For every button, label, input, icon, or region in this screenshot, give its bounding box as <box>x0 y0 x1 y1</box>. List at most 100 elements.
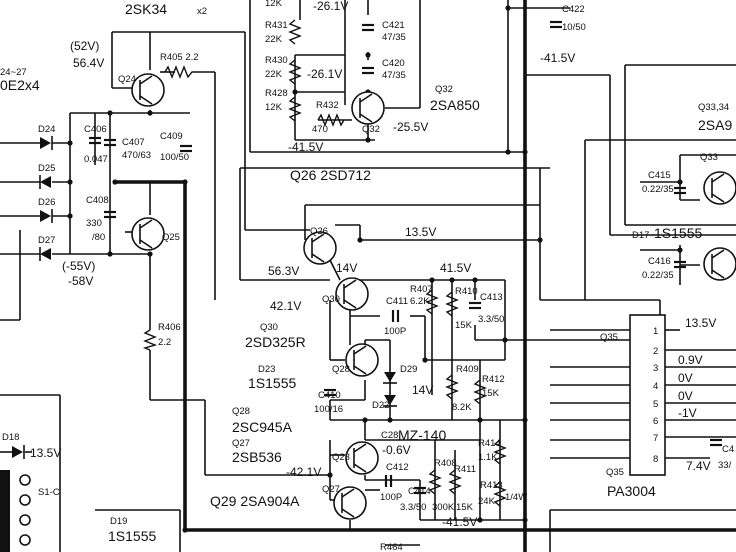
q33-34-label: Q33,34 <box>698 102 729 113</box>
diode-d27 <box>39 247 51 261</box>
v14-b-label: 14V <box>412 383 433 397</box>
capacitor-c422 <box>550 20 562 29</box>
resistor-r428 <box>288 96 302 122</box>
d17-part-label: 1S1555 <box>654 225 702 241</box>
r406-label: R406 <box>158 322 181 333</box>
v52-label: (52V) <box>70 39 99 53</box>
resistor-r432 <box>317 113 345 127</box>
ic-pin-3: 3 <box>653 363 658 374</box>
c410-value: 100/16 <box>314 404 343 415</box>
c422-label: C422 <box>562 4 585 15</box>
capacitor-c412 <box>384 475 393 487</box>
diode-d26 <box>40 209 53 223</box>
transistor-q26 <box>303 231 337 265</box>
r410-value: 15K <box>455 320 473 331</box>
v261-label: -26.1V <box>307 67 342 81</box>
ic-pa3004 <box>629 314 666 476</box>
capacitor-c409 <box>180 144 192 153</box>
c412-label: C412 <box>386 462 409 473</box>
v415-c-label: 41.5V <box>440 261 471 275</box>
ic-pin-5: 5 <box>653 399 658 410</box>
q23-label: Q23 <box>332 452 350 463</box>
r431-frag-label: 12K <box>265 0 283 9</box>
diode-d24 <box>40 136 53 150</box>
q30-part-label: 2SD325R <box>245 334 306 350</box>
v415-b-label: -41.5V <box>540 51 575 65</box>
c409-label: C409 <box>160 131 183 142</box>
transistor-q33 <box>703 171 736 205</box>
r409-value: 8.2K <box>452 402 472 413</box>
q27-part-prefix: Q27 <box>232 438 250 449</box>
c421-value: 47/35 <box>382 32 406 43</box>
diode-part-label: 0E2x4 <box>0 77 40 93</box>
resistor-r430 <box>288 59 302 85</box>
v261-top-label: -26.1V <box>313 0 348 13</box>
c413-label: C413 <box>480 292 503 303</box>
transistor-q34 <box>703 247 736 281</box>
r464-frag-label: R464 <box>380 542 403 552</box>
v135-c-label: 13.5V <box>685 316 716 330</box>
c411-label: C411 <box>386 296 408 307</box>
q35-bottom-label: Q35 <box>606 467 624 478</box>
v0a-label: 0V <box>678 371 693 385</box>
r408-value: 300K <box>432 502 455 513</box>
q30-inline-label: Q30 <box>322 294 340 305</box>
r428-label: R428 <box>265 88 288 99</box>
c414-label: C414 <box>408 486 431 497</box>
transistor-q25 <box>131 217 165 251</box>
c4-value-frag: 33/ <box>718 460 732 471</box>
mz-label: MZ-140 <box>398 427 446 443</box>
transistor-q27 <box>333 486 367 520</box>
d29-label: D29 <box>400 364 417 375</box>
v1-label: -1V <box>678 406 697 420</box>
q24-quantity-label: x2 <box>197 6 207 17</box>
r430-label: R430 <box>265 55 288 66</box>
r430-value: 22K <box>265 69 283 80</box>
r413-label: R413 <box>480 480 503 491</box>
diode-d22 <box>383 395 397 407</box>
c416-label: C416 <box>648 256 671 267</box>
q30-label: Q30 <box>260 322 278 333</box>
capacitor-c421 <box>362 23 374 32</box>
resistor-r412 <box>473 379 487 405</box>
transistor-q32 <box>351 91 385 125</box>
diode-top-fragment-label: 24~27 <box>0 67 27 78</box>
c422-value: 10/50 <box>562 22 586 33</box>
r411-label: R411 <box>454 464 476 475</box>
capacitor-c406 <box>89 136 101 145</box>
q27-label: Q27 <box>322 484 340 495</box>
d23-label: D23 <box>258 364 275 375</box>
c409-value: 100/50 <box>160 152 189 163</box>
capacitor-c407 <box>104 138 116 147</box>
v563-label: 56.3V <box>268 264 299 278</box>
q32-label-top: Q32 <box>435 84 453 95</box>
q35-label: Q35 <box>600 332 618 343</box>
diode-d29 <box>383 372 397 384</box>
resistor-r411 <box>448 469 462 495</box>
q28-part-prefix: Q28 <box>232 406 250 417</box>
ic-pin-2: 2 <box>653 346 658 357</box>
q32-label: Q32 <box>362 124 380 135</box>
c408-value-1: 330 <box>86 218 102 229</box>
capacitor-c411 <box>391 310 400 322</box>
r413-value: 24K <box>478 496 496 507</box>
c406-value: 0.047 <box>84 154 108 165</box>
c407-value: 470/63 <box>122 150 151 161</box>
q33-34-part-label: 2SA9 <box>698 117 732 133</box>
q32-part-label: 2SA850 <box>430 97 480 113</box>
q29-part-label: Q29 2SA904A <box>210 493 300 509</box>
transistor-q30 <box>335 277 369 311</box>
q26-label: Q26 <box>310 226 328 237</box>
c413-value: 3.3/50 <box>478 314 504 325</box>
transistor-q23 <box>345 441 379 475</box>
r408-label: R408 <box>434 458 457 469</box>
v14-a-label: 14V <box>336 261 357 275</box>
ic-pin-1: 1 <box>653 326 658 337</box>
transistor-q24 <box>131 73 165 107</box>
r411-value: 15K <box>456 502 474 513</box>
q24-label: Q24 <box>118 74 136 85</box>
c414-value: 3.3/50 <box>400 502 426 513</box>
r406-value: 2.2 <box>158 337 171 348</box>
v09-label: 0.9V <box>678 353 703 367</box>
ic-pin-4: 4 <box>653 381 658 392</box>
